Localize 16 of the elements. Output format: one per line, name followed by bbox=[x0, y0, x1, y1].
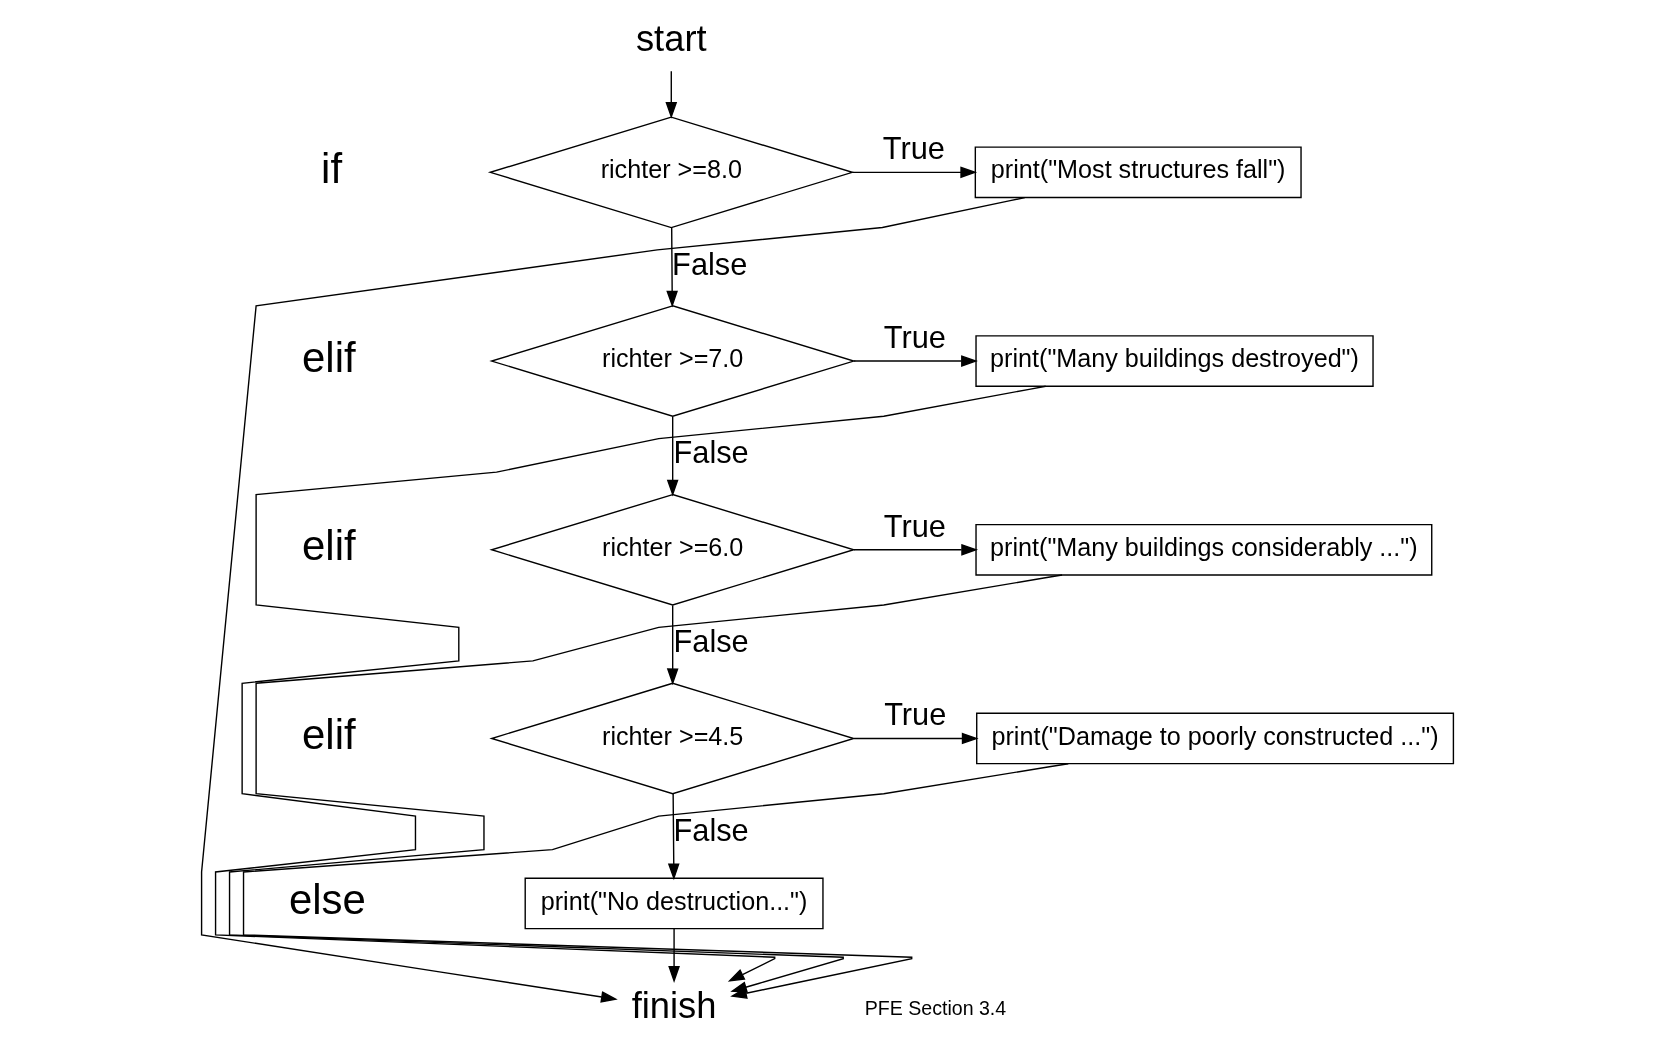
label: else bbox=[288, 875, 366, 923]
edge-label: True bbox=[883, 697, 946, 733]
label: elif bbox=[301, 333, 356, 381]
edge-label: False bbox=[673, 435, 749, 471]
label: elif bbox=[301, 522, 356, 570]
edge-label: True bbox=[882, 131, 945, 167]
edge-label: False bbox=[671, 246, 747, 282]
edge-label: False bbox=[673, 812, 749, 848]
node-text: start bbox=[635, 18, 707, 60]
edge-label: True bbox=[883, 508, 946, 544]
node-text: finish bbox=[631, 985, 716, 1027]
edge-label: False bbox=[673, 623, 749, 659]
label: elif bbox=[301, 710, 356, 758]
label: if bbox=[320, 144, 342, 192]
label: PFE Section 3.4 bbox=[864, 996, 1006, 1019]
edge-label: True bbox=[883, 319, 946, 355]
